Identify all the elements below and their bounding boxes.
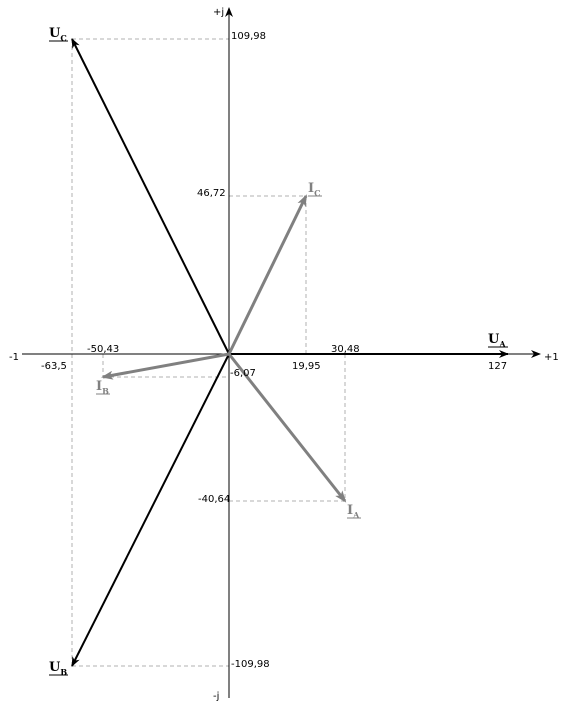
ub-label-sub: B <box>60 667 67 677</box>
ub-label: UB <box>49 660 68 677</box>
pos-real-label: +1 <box>544 352 559 363</box>
ia-real-value: 30,48 <box>331 344 360 355</box>
ub-phasor <box>71 353 230 667</box>
ub-imag-value: -109,98 <box>231 659 270 670</box>
ia-phasor <box>227 353 347 503</box>
ua-real-value: 127 <box>488 361 507 372</box>
ia-imag-value: -40,64 <box>198 494 230 505</box>
ia-label-sub: A <box>352 510 360 520</box>
ib-real-value: -50,43 <box>87 344 119 355</box>
neg-real-label: -1 <box>9 352 19 363</box>
svg-text:UC: UC <box>49 26 67 43</box>
svg-text:IB: IB <box>96 379 109 396</box>
uc-phasor <box>71 38 230 355</box>
uc-imag-value: 109,98 <box>231 31 266 42</box>
ic-real-value: 19,95 <box>292 361 321 372</box>
ua-label: UA <box>488 332 508 349</box>
ub-label-main: U <box>49 660 61 675</box>
uc-label-sub: C <box>60 33 66 43</box>
ia-label: IA <box>347 503 361 520</box>
ic-imag-value: 46,72 <box>197 188 226 199</box>
svg-text:IC: IC <box>308 181 320 198</box>
uc-label-main: U <box>49 26 61 41</box>
ic-label: IC <box>308 181 322 198</box>
uc-real-value: -63,5 <box>41 361 67 372</box>
svg-text:IA: IA <box>347 503 360 520</box>
neg-imag-label: -j <box>213 691 219 702</box>
ib-label-sub: B <box>102 386 109 396</box>
ib-label-main: I <box>96 379 102 394</box>
ua-label-sub: A <box>498 339 506 349</box>
ia-label-main: I <box>347 503 353 518</box>
ic-label-sub: C <box>314 188 320 198</box>
ic-phasor <box>227 194 308 355</box>
ib-phasor <box>101 352 230 380</box>
projection-guides <box>71 38 346 667</box>
ib-imag-value: -6,07 <box>230 368 256 379</box>
pos-imag-label: +j <box>213 7 224 18</box>
svg-text:UB: UB <box>49 660 67 677</box>
ua-label-main: U <box>488 332 500 347</box>
ib-label: IB <box>96 379 110 396</box>
svg-text:UA: UA <box>488 332 506 349</box>
ic-label-main: I <box>308 181 314 196</box>
uc-label: UC <box>49 26 68 43</box>
